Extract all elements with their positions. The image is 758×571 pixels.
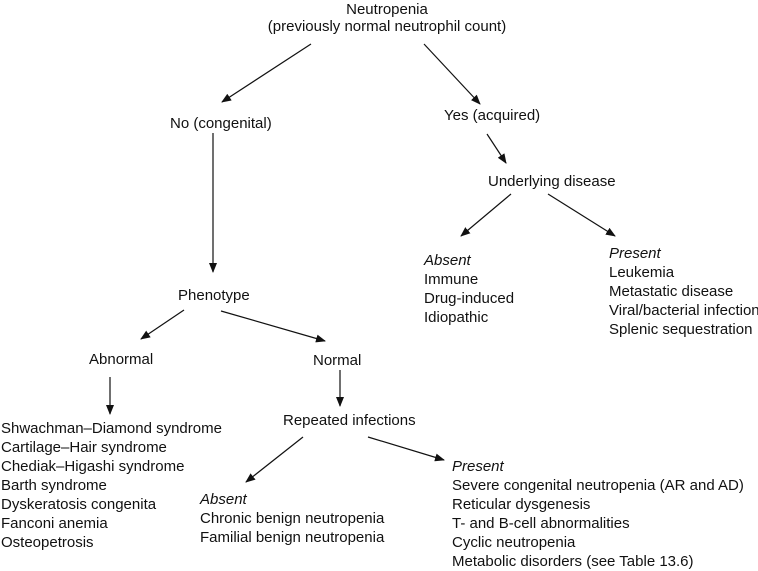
- list-item: Severe congenital neutropenia (AR and AD…: [452, 477, 744, 494]
- list-item: Osteopetrosis: [1, 534, 94, 551]
- node-underlying-disease: Underlying disease: [488, 173, 616, 190]
- node-yes-acquired: Yes (acquired): [444, 107, 541, 124]
- list-item: Cyclic neutropenia: [452, 534, 576, 551]
- node-no-congenital: No (congenital): [170, 115, 272, 132]
- acquired-present-list: Present Leukemia Metastatic disease Vira…: [609, 244, 758, 339]
- arrow-root-to-yes: [423, 43, 481, 105]
- list-item: Reticular dysgenesis: [452, 496, 591, 513]
- list-item: Barth syndrome: [1, 477, 107, 494]
- list-item: Familial benign neutropenia: [200, 529, 385, 546]
- arrow-repeated-to-present: [367, 436, 445, 462]
- root-title: Neutropenia: [346, 1, 428, 18]
- root-subtitle: (previously normal neutrophil count): [267, 18, 507, 35]
- list-item: Chediak–Higashi syndrome: [1, 458, 185, 475]
- list-item: Metastatic disease: [609, 283, 734, 300]
- node-phenotype: Phenotype: [178, 287, 250, 304]
- list-heading: Absent: [424, 252, 471, 269]
- normal-present-list: Present Severe congenital neutropenia (A…: [452, 457, 744, 571]
- node-repeated-infections: Repeated infections: [283, 412, 416, 429]
- list-item: Shwachman–Diamond syndrome: [1, 420, 222, 437]
- arrow-yes-to-underlying: [486, 133, 507, 164]
- list-item: Drug-induced: [424, 290, 515, 307]
- node-normal: Normal: [313, 352, 362, 369]
- list-item: Fanconi anemia: [1, 515, 108, 532]
- list-item: Idiopathic: [424, 309, 489, 326]
- list-item: T- and B-cell abnormalities: [452, 515, 630, 532]
- list-item: Viral/bacterial infection: [609, 302, 758, 319]
- acquired-absent-list: Absent Immune Drug-induced Idiopathic: [424, 251, 514, 327]
- node-abnormal: Abnormal: [89, 351, 154, 368]
- arrow-root-to-no: [221, 43, 312, 103]
- arrow-underlying-to-absent: [460, 193, 512, 237]
- abnormal-phenotype-list: Shwachman–Diamond syndrome Cartilage–Hai…: [1, 419, 222, 552]
- list-item: Dyskeratosis congenita: [1, 496, 157, 513]
- list-item: Leukemia: [609, 264, 675, 281]
- list-heading: Present: [452, 458, 504, 475]
- normal-absent-list: Absent Chronic benign neutropenia Famili…: [200, 490, 384, 547]
- list-item: Chronic benign neutropenia: [200, 510, 385, 527]
- list-item: Splenic sequestration: [609, 321, 753, 338]
- arrow-phenotype-to-abnormal: [140, 309, 185, 340]
- arrow-repeated-to-absent: [245, 436, 304, 483]
- list-heading: Present: [609, 245, 661, 262]
- list-item: Cartilage–Hair syndrome: [1, 439, 167, 456]
- list-item: Metabolic disorders (see Table 13.6): [452, 553, 694, 570]
- list-item: Immune: [424, 271, 479, 288]
- arrow-phenotype-to-normal: [220, 310, 326, 343]
- list-heading: Absent: [200, 491, 247, 508]
- arrow-underlying-to-present: [547, 193, 616, 237]
